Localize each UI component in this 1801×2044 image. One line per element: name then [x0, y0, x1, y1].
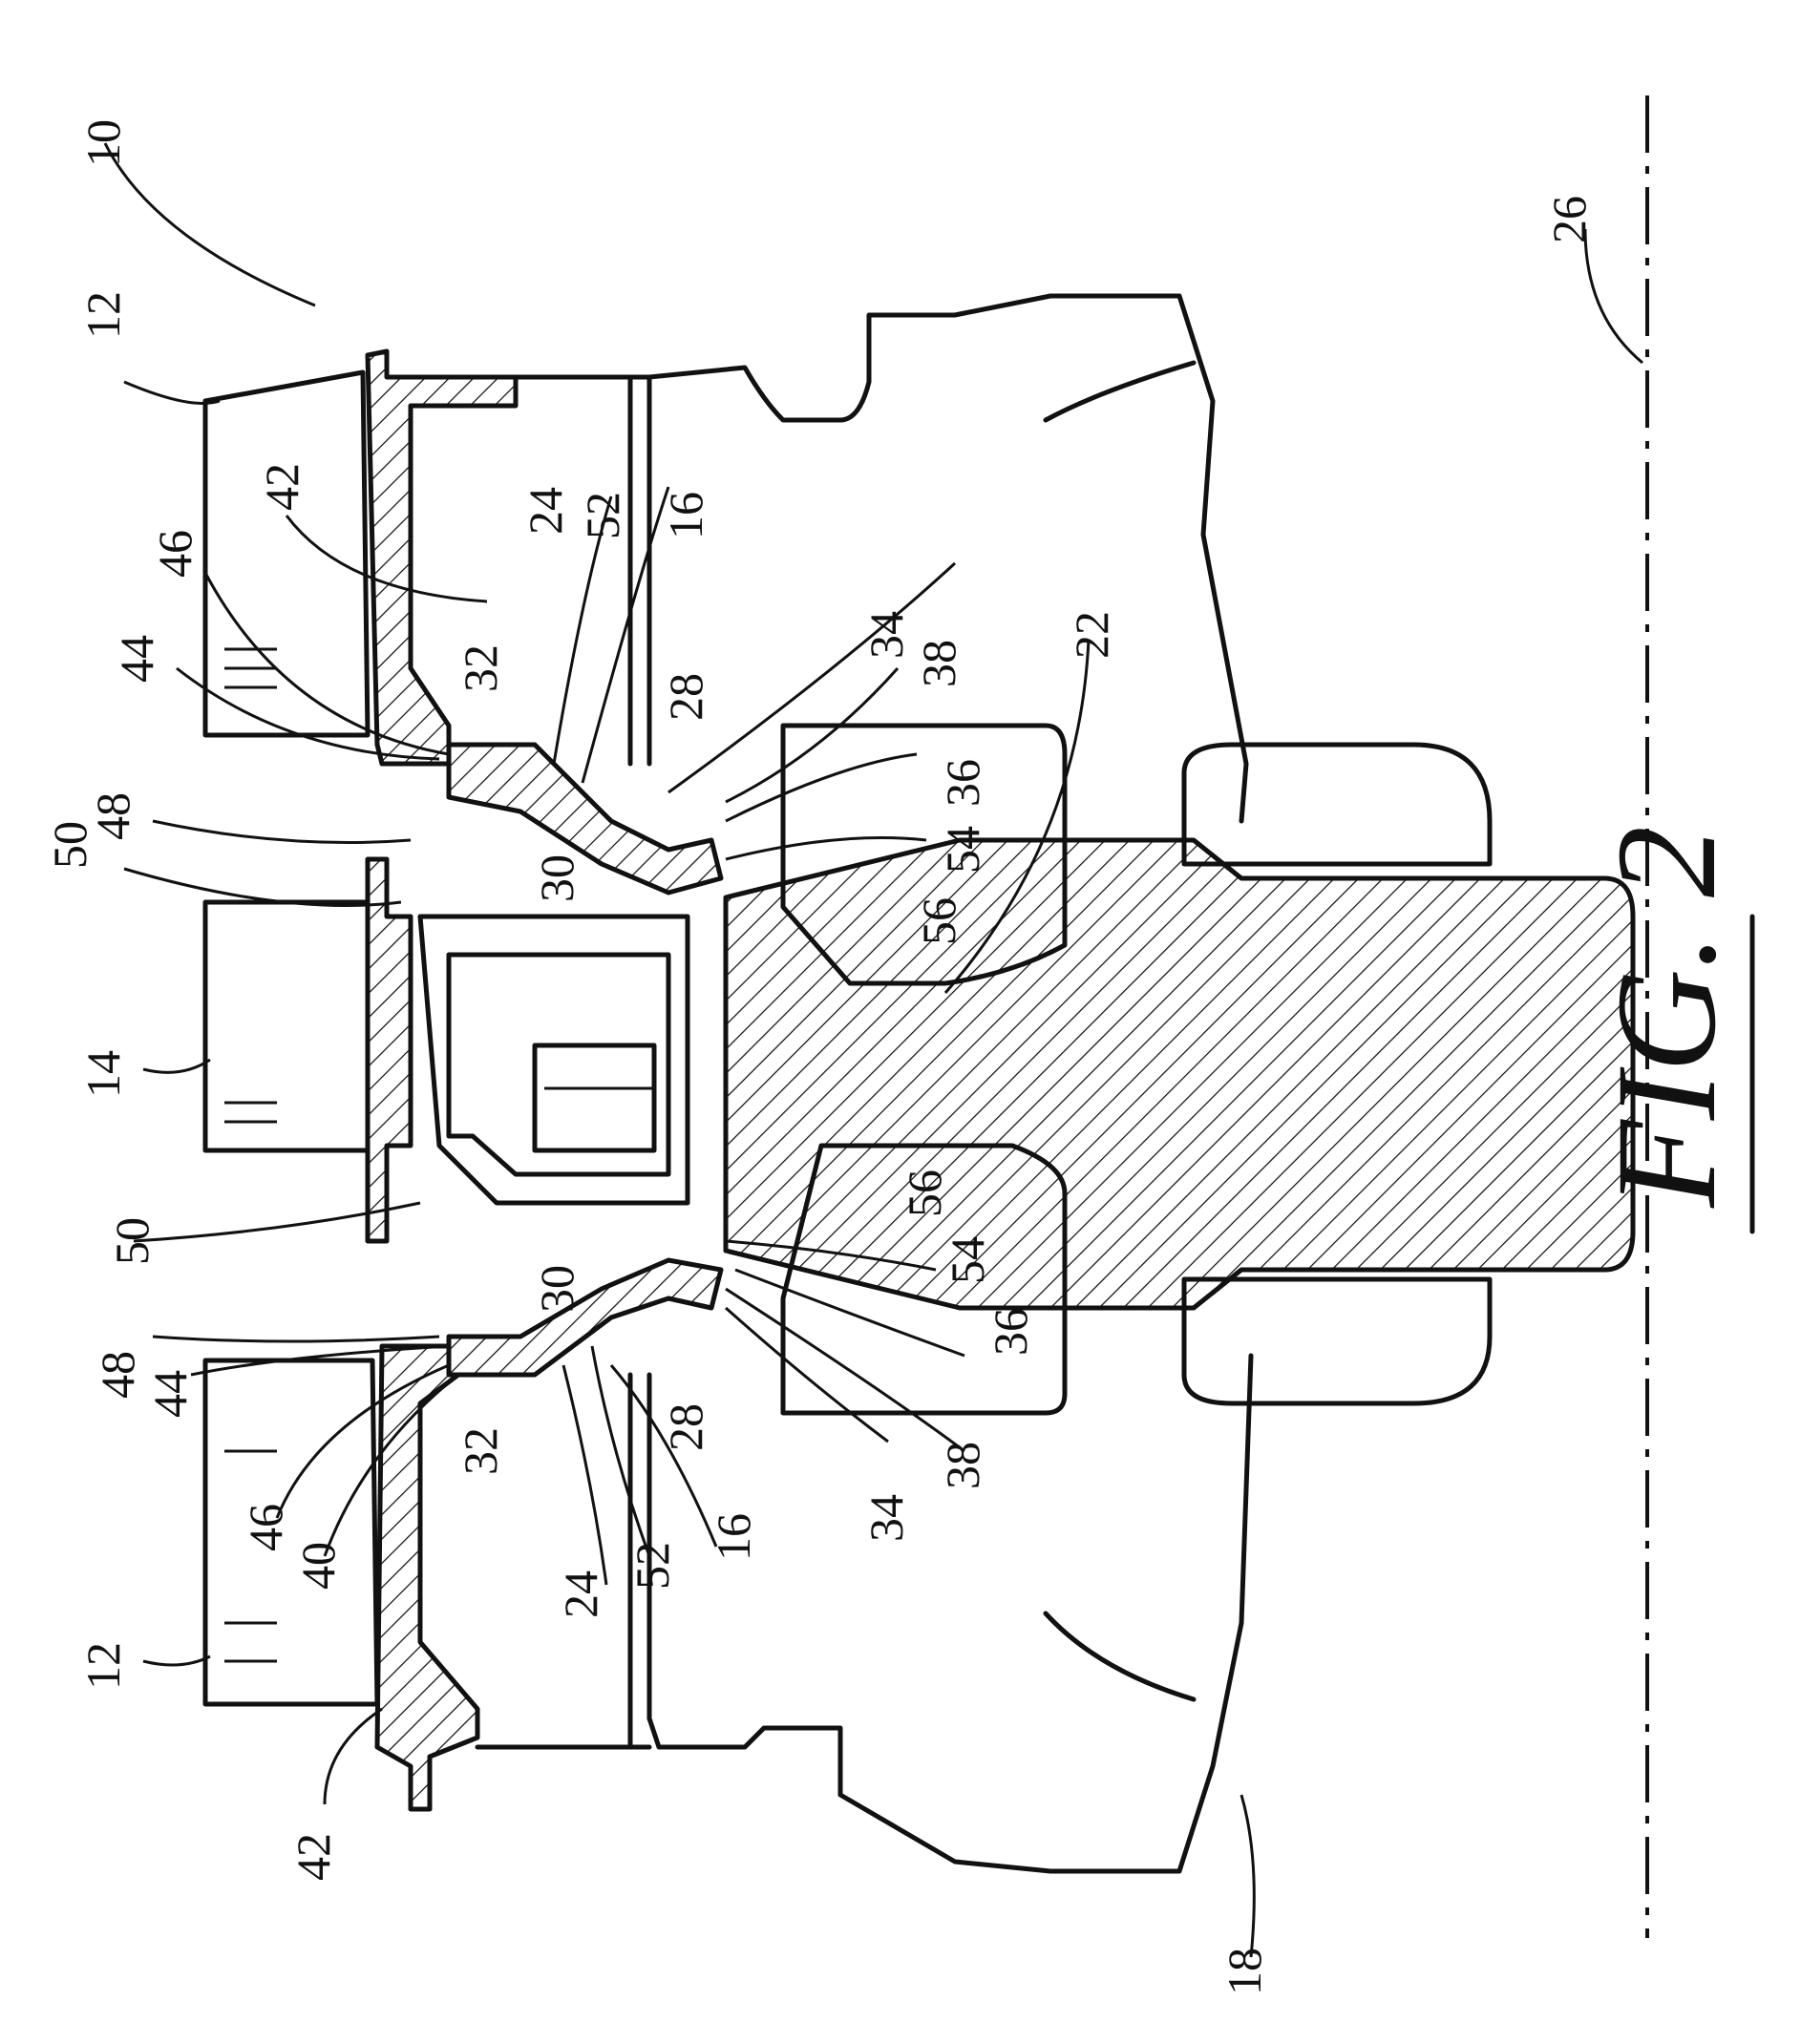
label-12-bottom: 12: [76, 1642, 130, 1690]
label-40: 40: [291, 1542, 345, 1590]
label-16-bottom: 16: [707, 1513, 760, 1561]
label-50-bottom: 50: [105, 1217, 159, 1265]
label-50-top: 50: [43, 821, 96, 869]
label-48-top: 48: [86, 792, 139, 840]
label-30-top: 30: [530, 854, 583, 902]
label-56-bottom: 56: [898, 1170, 951, 1217]
figure-title: FIG. 2: [1587, 826, 1755, 1234]
label-44-top: 44: [110, 635, 163, 683]
label-28-top: 28: [659, 673, 712, 721]
label-48-bottom: 48: [91, 1351, 144, 1399]
label-42-top: 42: [255, 463, 308, 511]
label-30-bottom: 30: [530, 1265, 583, 1313]
label-34-top: 34: [859, 611, 913, 659]
lower-disk-post: [646, 360, 1254, 1874]
label-26: 26: [1542, 196, 1596, 243]
label-12-top: 12: [76, 291, 130, 339]
label-46-top: 46: [148, 530, 201, 578]
label-54-bottom: 54: [941, 1236, 994, 1284]
rotor-disk: [723, 723, 1636, 1416]
label-28-bottom: 28: [659, 1403, 712, 1451]
stator-vane: [202, 856, 413, 1244]
label-22: 22: [1065, 611, 1118, 659]
upper-platform: [365, 348, 519, 767]
blade-row-lines: [475, 374, 652, 1750]
label-36-bottom: 36: [984, 1308, 1037, 1356]
leader-lines: [103, 142, 1643, 1958]
label-56-top: 56: [912, 897, 965, 945]
label-46-bottom: 46: [239, 1504, 292, 1551]
label-36-top: 36: [936, 759, 989, 807]
label-52-top: 52: [576, 492, 629, 539]
lower-seal-arm: [446, 1257, 724, 1378]
upper-blade: [202, 369, 371, 738]
label-54-top: 54: [936, 826, 989, 874]
figure-title-text: FIG. 2: [1587, 826, 1746, 1209]
lower-platform: [374, 1343, 480, 1812]
stator-cavity: [417, 914, 690, 1206]
label-52-bottom: 52: [625, 1542, 679, 1590]
label-38-bottom: 38: [936, 1442, 989, 1489]
label-44-bottom: 44: [143, 1370, 197, 1418]
label-14: 14: [76, 1050, 130, 1098]
label-24-bottom: 24: [554, 1570, 607, 1618]
label-10: 10: [76, 119, 130, 167]
reference-labels: 10 12 42 46 44 48 50 14 50 48 44 46 40 1…: [43, 119, 1596, 1995]
label-24-top: 24: [519, 487, 572, 535]
label-16-top: 16: [659, 492, 712, 539]
label-38-top: 38: [912, 640, 965, 687]
label-18: 18: [1218, 1948, 1271, 1995]
label-32-top: 32: [454, 644, 507, 692]
label-42-bottom: 42: [286, 1833, 340, 1881]
label-34-bottom: 34: [859, 1494, 913, 1542]
upper-seal-arm: [446, 742, 724, 896]
label-32-bottom: 32: [454, 1427, 507, 1475]
upper-disk-post: [646, 293, 1249, 824]
